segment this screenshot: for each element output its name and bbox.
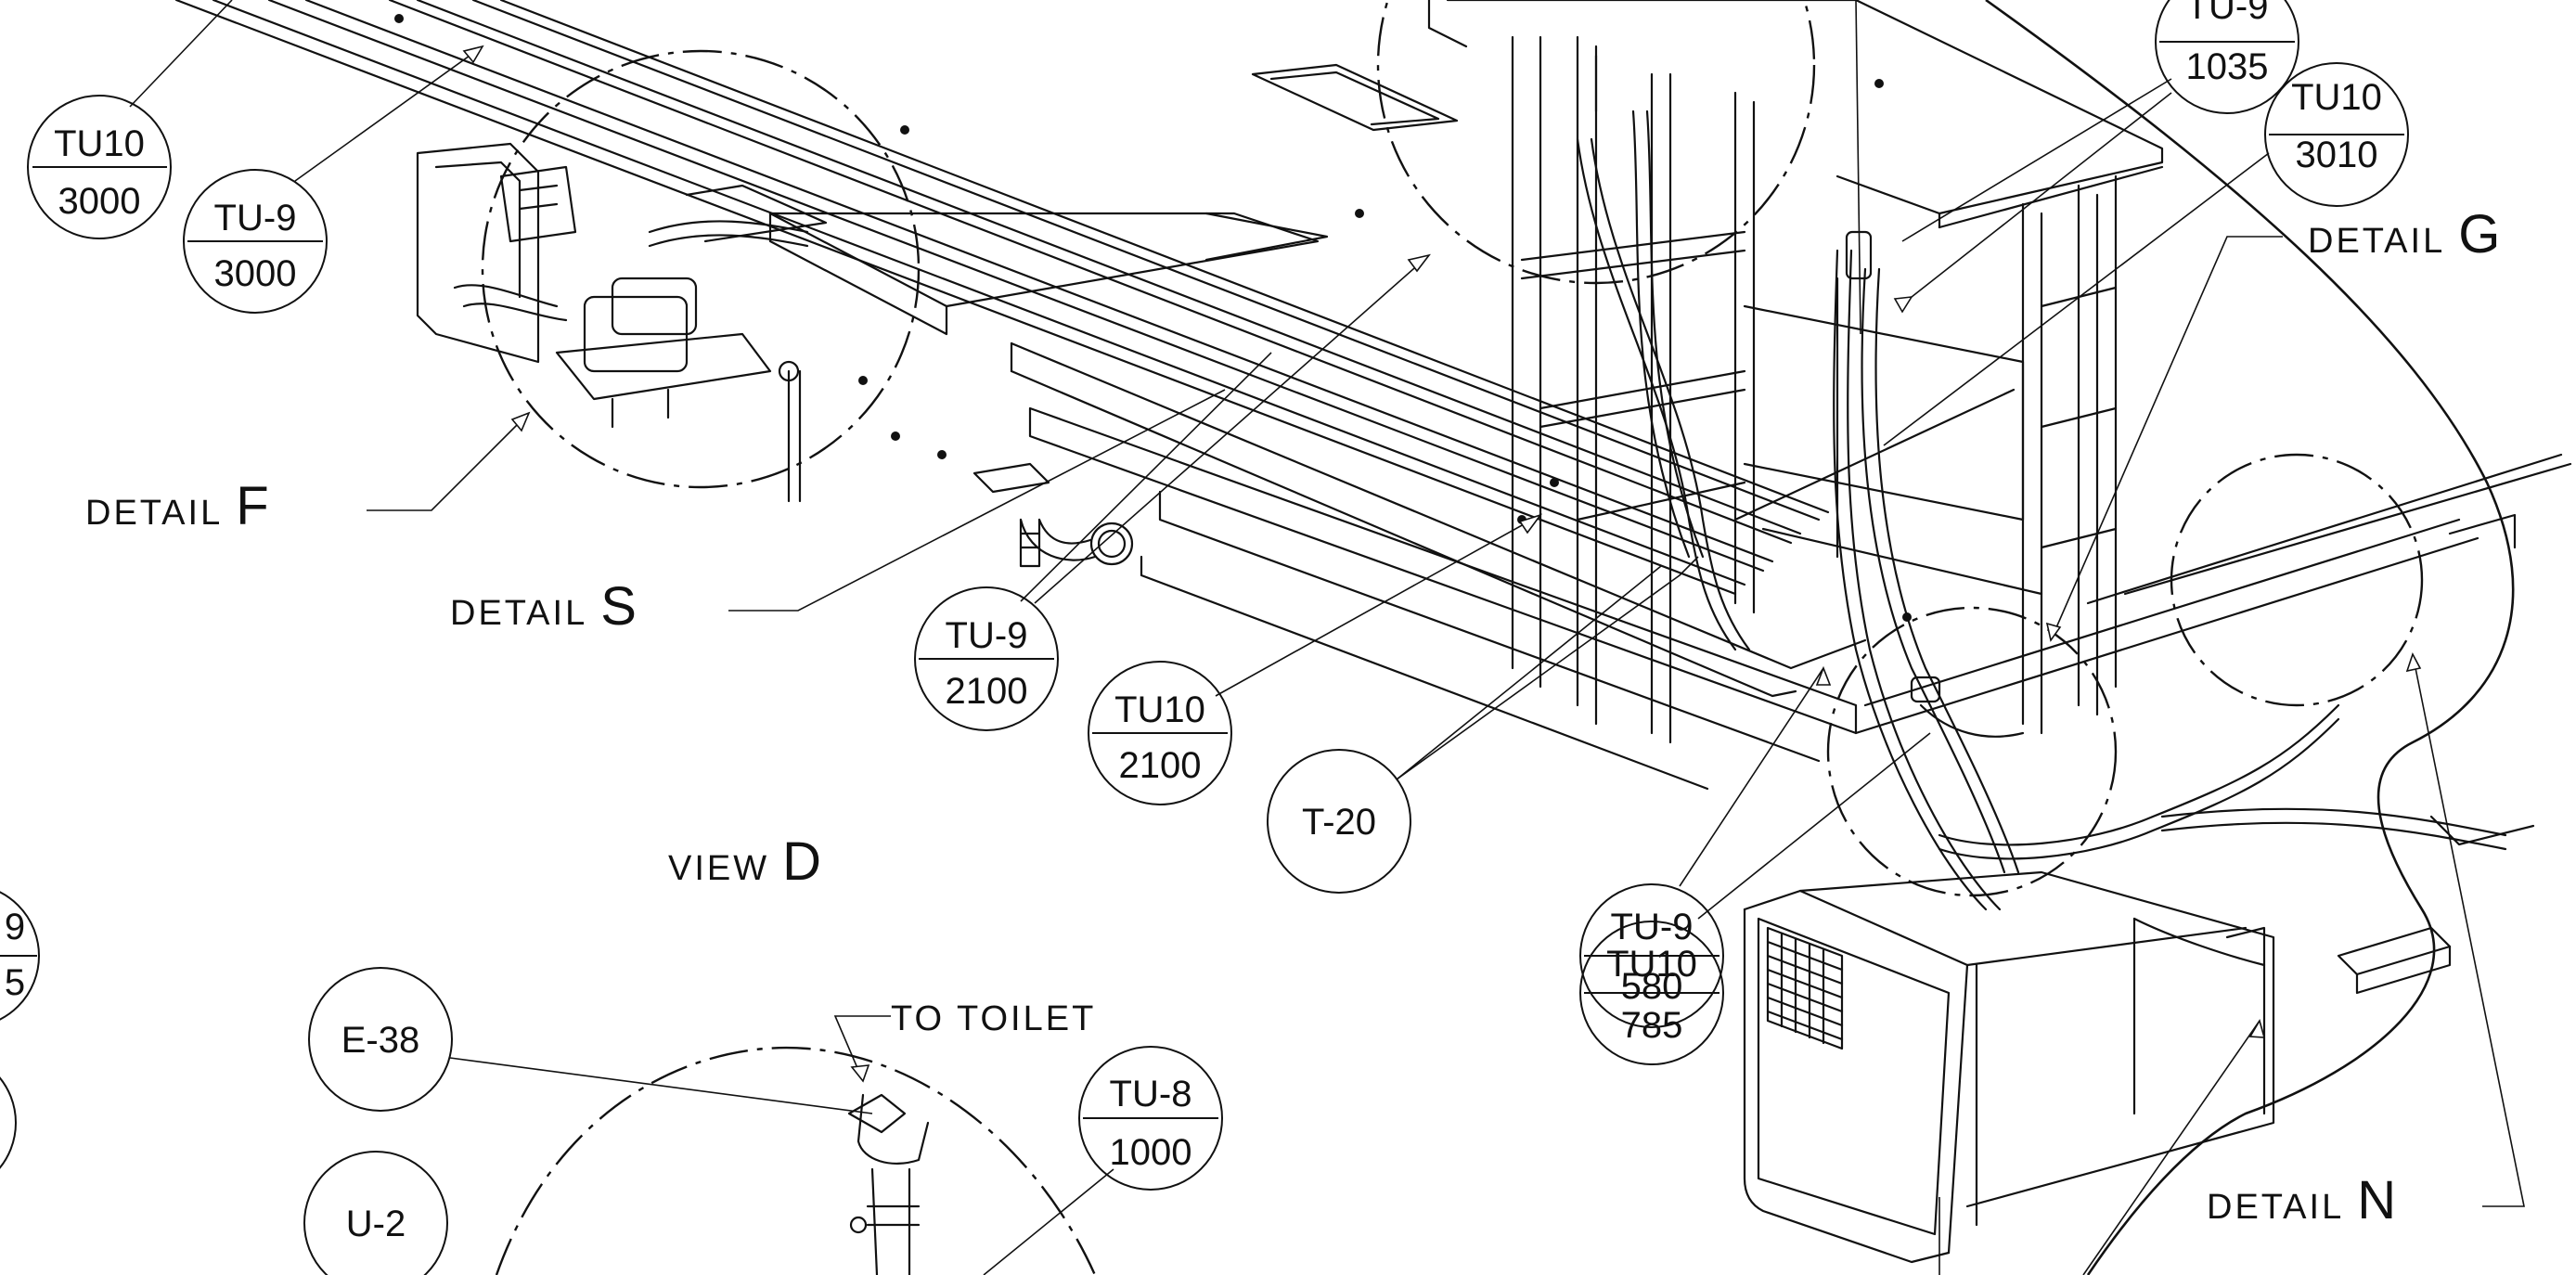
drawing-linework: [174, 0, 2572, 1275]
view-boundary-curve: [1985, 0, 2515, 1275]
balloon-tu9-2100-bottom: 2100: [946, 671, 1028, 712]
rack-structure: [1511, 35, 2118, 744]
detail-g-circle: [1826, 606, 2118, 897]
to-toilet-note: TO TOILET: [891, 999, 1096, 1038]
water-heater: [1743, 870, 2275, 1264]
floor-frame: [1010, 341, 2572, 995]
balloon-tu10-2100-top: TU10: [1114, 689, 1205, 730]
balloon-tu10-785-top: TU10: [1606, 944, 1697, 985]
balloon-tu10-3000-top: TU10: [54, 123, 145, 164]
balloon-tu10-3010-top: TU10: [2291, 77, 2382, 118]
toilet-detail-arc: [495, 1046, 1097, 1275]
balloon-edge-bottom: 5: [5, 962, 25, 1003]
balloon-e-38: E-38: [341, 1020, 420, 1061]
detail-callout-circles: [481, 0, 2424, 1275]
balloon-tu9-2100-top: TU-9: [946, 615, 1028, 656]
balloon-labels: TU10 3000 TU-9 3000 TU-9 2100 TU10 2100 …: [5, 0, 2382, 1244]
balloon-tu10-2100-bottom: 2100: [1119, 745, 1202, 786]
hoses: [1576, 109, 2507, 911]
main-pipe-bundle: [174, 0, 1830, 596]
balloon-tu9-3000-bottom: 3000: [214, 253, 297, 294]
balloon-tu9-1035-top: TU-9: [2186, 0, 2269, 27]
balloon-edge-top: 9: [5, 907, 25, 947]
elbow-fitting-s: [972, 462, 1134, 568]
balloon-tu9-580-top: TU-9: [1611, 907, 1694, 947]
detail-upper-circle: [1376, 0, 1816, 285]
trays: [685, 63, 1459, 336]
balloon-t-20: T-20: [1302, 802, 1376, 843]
balloon-tu9-580-bottom: 580: [1621, 966, 1683, 1007]
balloon-tu8-1000-bottom: 1000: [1110, 1132, 1192, 1173]
detail-n-circle: [2170, 453, 2424, 707]
pump-assembly: [416, 142, 809, 503]
counter-slab: [1427, 0, 2164, 229]
balloon-tu9-3000-top: TU-9: [214, 198, 297, 238]
heater-vent-grille: [1766, 926, 1844, 1050]
balloon-tu10-785-bottom: 785: [1621, 1005, 1683, 1046]
leader-arrowheads: [462, 45, 2422, 1083]
toilet-pipe: [847, 1093, 930, 1275]
balloon-tu10-3010-bottom: 3010: [2296, 135, 2378, 175]
balloon-tu10-3000-bottom: 3000: [58, 181, 141, 222]
detail-f-circle: [481, 49, 921, 489]
balloon-tu9-1035-bottom: 1035: [2186, 46, 2269, 87]
leader-lines: [129, 0, 2525, 1275]
balloon-tu8-1000-top: TU-8: [1110, 1074, 1192, 1114]
balloon-u-2: U-2: [346, 1204, 406, 1244]
part-balloons: [0, 0, 2409, 1275]
